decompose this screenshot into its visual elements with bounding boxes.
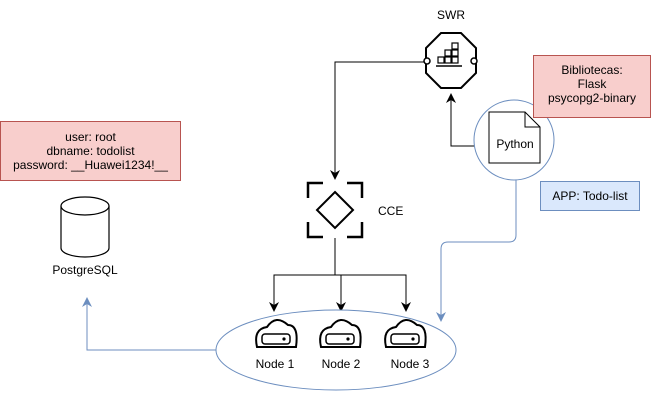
db-note-dbname: dbname: todolist <box>46 144 135 158</box>
python-file-icon[interactable] <box>488 111 541 164</box>
node-1-label: Node 1 <box>256 357 295 371</box>
libraries-note-line-2: Flask <box>577 77 607 91</box>
node-2-icon[interactable] <box>319 319 362 348</box>
connector-cce-to-nodes <box>269 238 411 312</box>
libraries-note-line-3: psycopg2-binary <box>547 91 637 105</box>
database-icon <box>60 196 110 258</box>
node-1-icon[interactable] <box>255 319 298 348</box>
app-note: APP: Todo-list <box>540 181 640 211</box>
connector-swr-to-cce <box>330 61 427 180</box>
libraries-note: Bibliotecas: Flask psycopg2-binary <box>533 55 651 118</box>
cce-icon <box>306 181 364 239</box>
node-2-label: Node 2 <box>322 357 361 371</box>
cce-label: CCE <box>378 204 403 218</box>
app-note-label: APP: Todo-list <box>552 189 628 203</box>
swr-icon <box>423 32 478 89</box>
connector-python-to-nodes <box>436 180 517 322</box>
db-credentials-note: user: root dbname: todolist password: __… <box>0 121 181 181</box>
db-note-password: password: __Huawei1234!__ <box>13 158 168 172</box>
node-3-label: Node 3 <box>391 357 430 371</box>
node-3-icon[interactable] <box>384 319 427 348</box>
swr-label: SWR <box>437 8 465 22</box>
python-label: Python <box>496 137 533 151</box>
db-note-user: user: root <box>65 130 116 144</box>
postgres-label: PostgreSQL <box>52 263 118 277</box>
connector-nodes-to-postgres <box>82 297 217 351</box>
libraries-note-line-1: Bibliotecas: <box>561 63 623 77</box>
